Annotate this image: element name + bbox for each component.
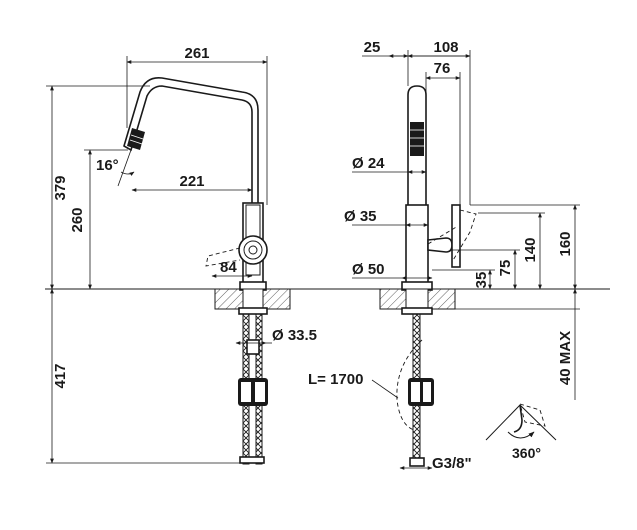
right-aerator-band bbox=[410, 122, 424, 156]
dim-dia-35: Ø 35 bbox=[344, 208, 377, 225]
dim-379: 379 bbox=[52, 175, 69, 200]
dim-dia-50: Ø 50 bbox=[352, 261, 385, 278]
dim-260: 260 bbox=[69, 207, 86, 232]
dim-hose-diameter: Ø 33.5 bbox=[272, 327, 317, 344]
dim-76: 76 bbox=[434, 60, 451, 77]
rotation-label: 360° bbox=[512, 445, 541, 461]
right-handle bbox=[427, 237, 453, 253]
dim-140: 140 bbox=[522, 237, 539, 262]
left-lever-dashed bbox=[205, 247, 241, 267]
dim-25: 25 bbox=[364, 39, 381, 56]
dim-84: 84 bbox=[220, 259, 237, 276]
dim-221: 221 bbox=[179, 173, 204, 190]
dim-75: 75 bbox=[497, 260, 514, 277]
right-view: 25 108 76 Ø 24 Ø 35 Ø 50 160 140 75 35 4… bbox=[308, 39, 580, 472]
dim-hose-length: L= 1700 bbox=[308, 371, 363, 388]
dim-160: 160 bbox=[557, 231, 574, 256]
dim-417: 417 bbox=[52, 363, 69, 388]
dim-40-max: 40 MAX bbox=[557, 331, 574, 385]
right-body bbox=[405, 204, 429, 286]
right-hose-dashed-loop bbox=[396, 339, 423, 431]
right-handle-dashed bbox=[451, 209, 477, 263]
dim-261: 261 bbox=[184, 45, 209, 62]
left-handle-knob bbox=[238, 235, 268, 265]
dim-35: 35 bbox=[473, 272, 490, 289]
rotation-icon: 360° bbox=[485, 403, 557, 461]
left-view: 261 379 260 221 16° 84 Ø 33.5 417 bbox=[46, 45, 317, 465]
dim-thread: G3/8" bbox=[432, 455, 472, 472]
dim-16-deg: 16° bbox=[96, 157, 119, 174]
dim-108: 108 bbox=[433, 39, 458, 56]
dim-dia-24: Ø 24 bbox=[352, 155, 385, 172]
left-aerator-band bbox=[127, 128, 145, 150]
